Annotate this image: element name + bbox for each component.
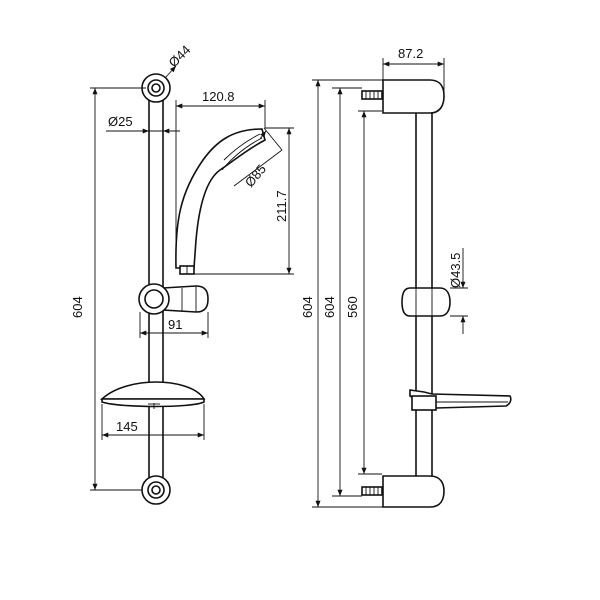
dim-slider-depth: 91 xyxy=(168,317,182,332)
front-view: Ø44 Ø25 120.8 Ø85 211.7 604 91 xyxy=(70,42,294,505)
side-bottom-bracket xyxy=(361,475,445,508)
side-soap-dish xyxy=(409,389,512,411)
hand-shower xyxy=(175,128,266,275)
dim-dish-width: 145 xyxy=(116,419,138,434)
dim-fixing-distance: 560 xyxy=(345,296,360,318)
dim-rail-diameter: Ø25 xyxy=(108,114,133,129)
dim-handset-height: 211.7 xyxy=(274,190,289,222)
side-top-bracket xyxy=(361,79,445,114)
dim-bracket-diameter: Ø44 xyxy=(166,42,194,70)
side-slider xyxy=(401,287,451,317)
dim-total-height-side-outer: 604 xyxy=(300,296,315,318)
dim-handset-face-diameter: Ø85 xyxy=(242,161,269,189)
handset-slider xyxy=(138,283,209,315)
dim-total-height-front: 604 xyxy=(70,296,85,318)
soap-dish xyxy=(99,381,206,409)
dim-bracket-depth: 87.2 xyxy=(398,46,423,61)
dim-slider-diameter: Ø43.5 xyxy=(448,253,463,288)
side-view: 87.2 604 604 560 Ø43.5 xyxy=(300,46,512,508)
bottom-wall-bracket xyxy=(141,475,171,505)
dim-total-height-side-inner: 604 xyxy=(322,296,337,318)
dim-handset-length: 120.8 xyxy=(202,89,235,104)
top-wall-bracket xyxy=(141,73,171,103)
